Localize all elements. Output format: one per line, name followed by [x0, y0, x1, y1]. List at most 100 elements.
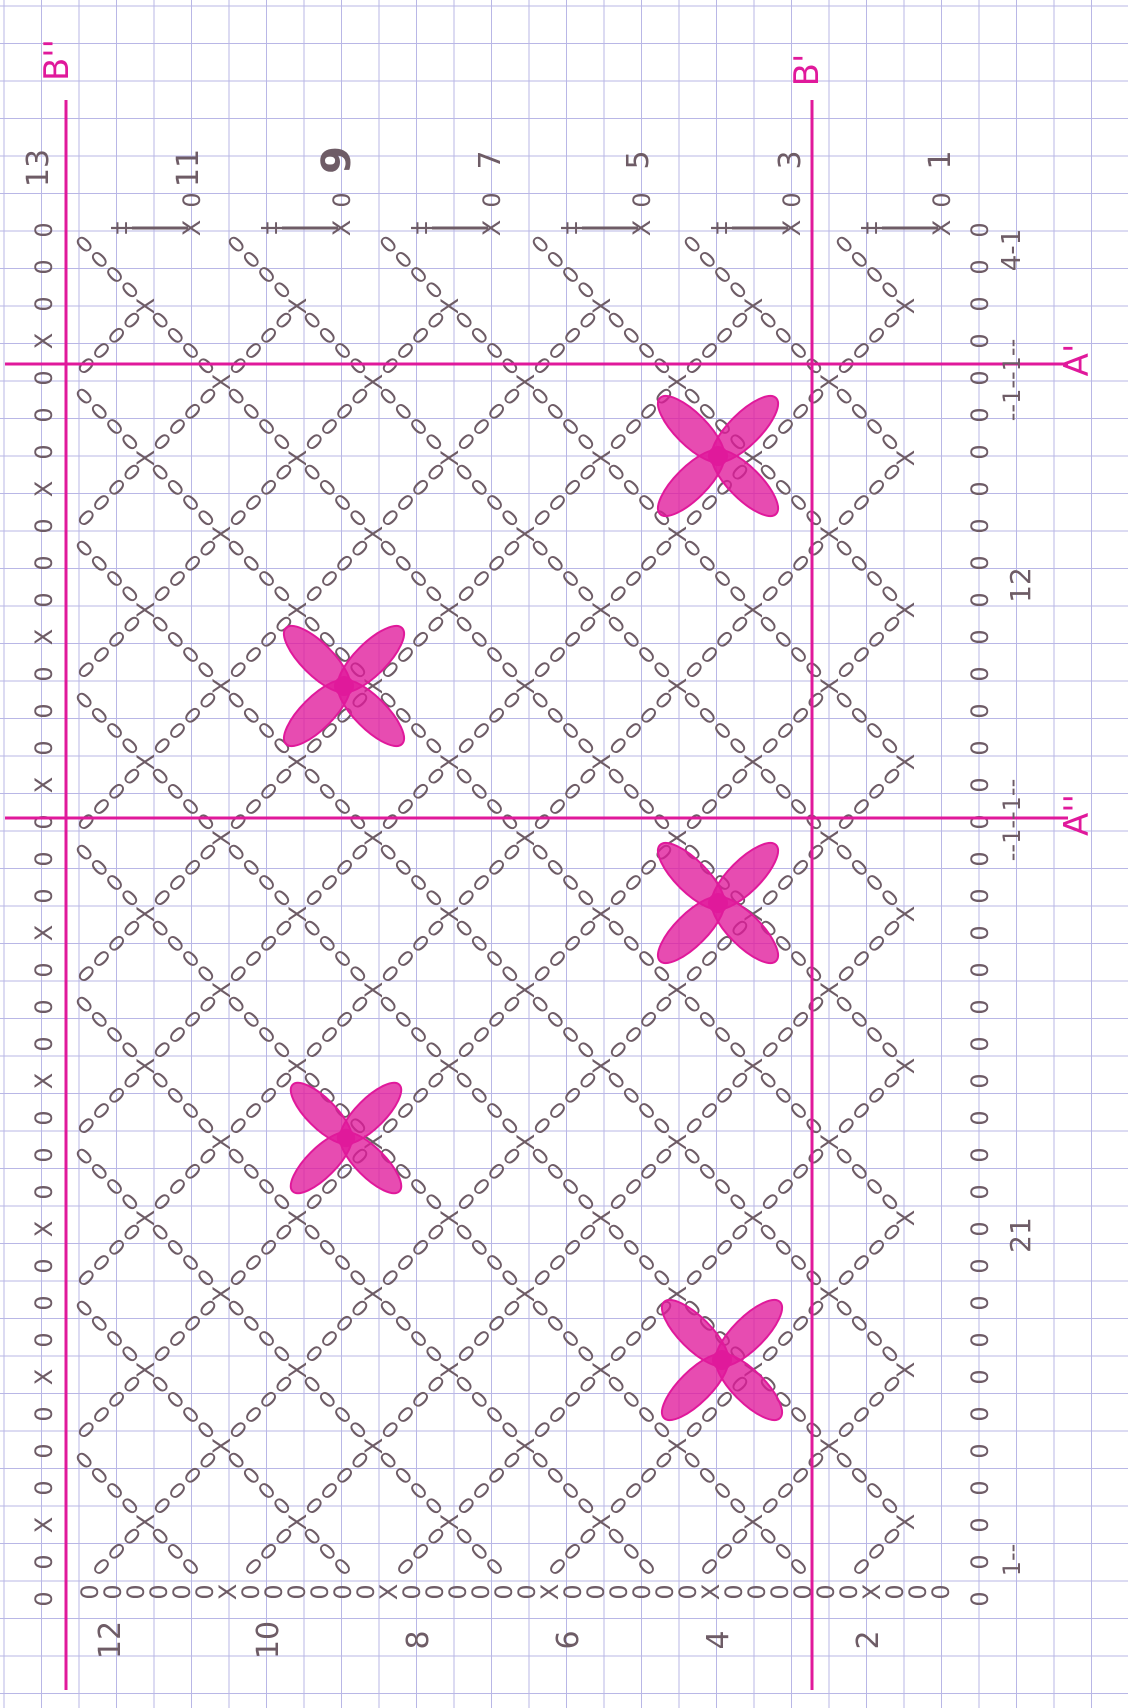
chain-stitch: 0 [778, 192, 806, 207]
single-crochet-stitch: X [892, 1210, 920, 1226]
foundation-chain: 0 [966, 481, 994, 496]
foundation-chain: 0 [966, 370, 994, 385]
row-number-10: 10 [251, 1621, 286, 1659]
single-crochet-stitch: X [778, 220, 806, 236]
foundation-chain: 0 [966, 444, 994, 459]
foundation-chain: 0 [966, 1110, 994, 1125]
foundation-chain: 0 [30, 1554, 58, 1569]
foundation-chain: 0 [30, 1480, 58, 1495]
foundation-sc: X [30, 1221, 58, 1237]
foundation-chain: 0 [966, 777, 994, 792]
foundation-chain: 0 [30, 259, 58, 274]
foundation-chain: 0 [966, 1591, 994, 1606]
foundation-chain: 0 [966, 703, 994, 718]
single-crochet-stitch: X [892, 906, 920, 922]
side-note-bottom-mark: 1-- [998, 1544, 1026, 1577]
foundation-chain: 0 [966, 1184, 994, 1199]
foundation-chain: 0 [30, 555, 58, 570]
foundation-chain: 0 [966, 296, 994, 311]
foundation-chain: 0 [30, 703, 58, 718]
foundation-chain: 0 [966, 999, 994, 1014]
foundation-chain: 0 [966, 740, 994, 755]
row-number-6: 6 [551, 1630, 586, 1649]
row-number-13: 13 [21, 149, 56, 187]
foundation-chain: 0 [966, 1073, 994, 1088]
guide-label-b-single: B' [787, 54, 827, 87]
single-crochet-stitch: X [178, 220, 206, 236]
foundation-chain: 0 [30, 1332, 58, 1347]
foundation-chain: 0 [966, 1332, 994, 1347]
single-crochet-stitch: X [478, 220, 506, 236]
foundation-chain: 0 [966, 629, 994, 644]
chain-stitch: 0 [178, 192, 206, 207]
side-note-top-count: 4-1 [997, 229, 1027, 271]
foundation-chain: 0 [966, 333, 994, 348]
foundation-chain: 0 [966, 222, 994, 237]
foundation-chain: 0 [30, 296, 58, 311]
foundation-chain: 0 [30, 1406, 58, 1421]
single-crochet-stitch: X [892, 754, 920, 770]
foundation-sc: X [30, 629, 58, 645]
foundation-chain: 0 [966, 1258, 994, 1273]
row-number-3: 3 [773, 150, 808, 169]
flower-center [712, 1350, 732, 1370]
foundation-chain: 0 [966, 1406, 994, 1421]
row-number-5: 5 [621, 150, 656, 169]
foundation-chain: 0 [966, 1480, 994, 1495]
flower-motif [275, 617, 414, 756]
foundation-chain: 0 [966, 1369, 994, 1384]
flower-center [334, 676, 354, 696]
guide-label-a-single: A' [1057, 344, 1097, 377]
foundation-chain: 0 [30, 851, 58, 866]
flower-center [337, 1129, 355, 1147]
foundation-chain: 0 [30, 1443, 58, 1458]
foundation-chain: 0 [966, 1221, 994, 1236]
foundation-chain: 0 [30, 740, 58, 755]
flower-center [708, 446, 728, 466]
foundation-sc: X [30, 1073, 58, 1089]
chain-stitch: 0 [928, 192, 956, 207]
row-number-11: 11 [171, 149, 206, 187]
foundation-chain: 0 [966, 259, 994, 274]
single-crochet-stitch: X [328, 220, 356, 236]
foundation-chain: 0 [966, 962, 994, 977]
single-crochet-stitch: X [892, 450, 920, 466]
foundation-chain: 0 [30, 1110, 58, 1125]
single-crochet-stitch: X [892, 1514, 920, 1530]
single-crochet-stitch: X [892, 298, 920, 314]
foundation-chain: 0 [30, 1184, 58, 1199]
foundation-chain: 0 [966, 1036, 994, 1051]
foundation-chain: 0 [966, 407, 994, 422]
foundation-chain: 0 [966, 1443, 994, 1458]
foundation-chain: 0 [30, 1258, 58, 1273]
foundation-chain: 0 [966, 666, 994, 681]
foundation-chain: 0 [30, 1295, 58, 1310]
foundation-chain: 0 [966, 1517, 994, 1532]
foundation-chain: 0 [30, 592, 58, 607]
foundation-chain: 0 [966, 1554, 994, 1569]
foundation-chain: 0 [966, 518, 994, 533]
side-note-upper-mark: --1--1-- [998, 339, 1026, 422]
foundation-chain: 0 [30, 888, 58, 903]
side-note-lower-count: 21 [1004, 1217, 1037, 1253]
foundation-chain: 0 [966, 1295, 994, 1310]
row-number-8: 8 [401, 1630, 436, 1649]
foundation-chain: 0 [30, 407, 58, 422]
bottom-chain: 0 [927, 1584, 955, 1599]
row-number-7: 7 [473, 150, 508, 169]
foundation-chain: 0 [966, 851, 994, 866]
row-number-9: 9 [314, 146, 360, 174]
guide-label-a-double: A'' [1057, 794, 1097, 836]
row-number-2: 2 [851, 1630, 886, 1649]
single-crochet-stitch: X [928, 220, 956, 236]
foundation-chain: 0 [30, 1591, 58, 1606]
single-crochet-stitch: X [892, 602, 920, 618]
foundation-sc: X [30, 1369, 58, 1385]
foundation-chain: 0 [966, 925, 994, 940]
foundation-chain: 0 [30, 1036, 58, 1051]
foundation-chain: 0 [30, 999, 58, 1014]
single-crochet-stitch: X [892, 1058, 920, 1074]
row-number-1: 1 [923, 150, 958, 169]
foundation-chain: 0 [30, 518, 58, 533]
